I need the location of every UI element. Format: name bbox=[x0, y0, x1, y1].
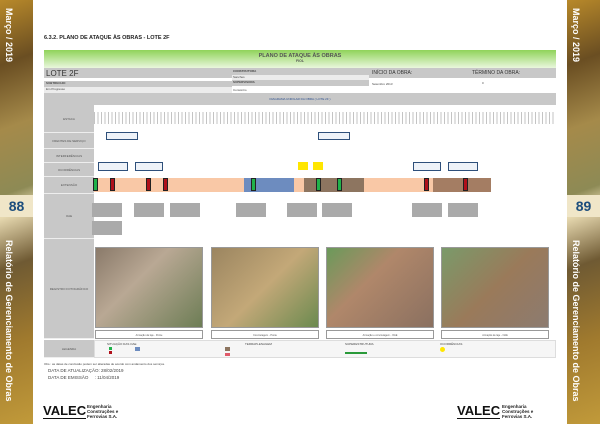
oae-marker-red bbox=[163, 178, 168, 191]
subtrecho-value: Em Progresso bbox=[44, 87, 232, 93]
valec-logo: VALEC bbox=[43, 403, 87, 419]
row-legend: LEGENDA bbox=[44, 340, 94, 358]
sidebar-title: Relatório de Gerenciamento de Obras bbox=[4, 240, 14, 402]
right-sidebar: Março / 2019 89 Relatório de Gerenciamen… bbox=[567, 0, 600, 424]
left-sidebar: Março / 2019 88 Relatório de Gerenciamen… bbox=[0, 0, 33, 424]
legend-group: SITUAÇÃO DAS OAE bbox=[107, 342, 137, 346]
legend-group: OCORRÊNCIAS bbox=[440, 342, 463, 346]
construtora-label: CONSTRUTORA bbox=[233, 69, 257, 73]
row-ocorrencias: OCORRÊNCIAS bbox=[44, 163, 94, 177]
section-title: 6.3.2. PLANO DE ATAQUE ÀS OBRAS - LOTE 2… bbox=[44, 35, 170, 41]
diagram-title: DIAGRAMA UNIFILAR DA OBRA ( LOTE 2F ) bbox=[44, 93, 556, 105]
emission-date: DATA DE EMISSÃO : 11/04/2019 bbox=[48, 375, 119, 380]
photo-3 bbox=[326, 247, 434, 328]
page-number: 88 bbox=[0, 195, 33, 217]
oae-box bbox=[448, 203, 478, 217]
photo-caption: Armação da laje - Ponte bbox=[95, 330, 203, 339]
plan-title: PLANO DE ATAQUE ÀS OBRAS bbox=[258, 53, 342, 59]
superestrutura-segment bbox=[433, 178, 491, 192]
warning-icon bbox=[313, 162, 323, 170]
inicio-value: Setembro 2013 bbox=[372, 82, 393, 86]
valec-logo: VALEC bbox=[457, 403, 501, 419]
emission-label: DATA DE EMISSÃO bbox=[48, 375, 89, 380]
warning-icon bbox=[298, 162, 308, 170]
oae-marker-red bbox=[110, 178, 115, 191]
photo-caption: Armação e concretagem - OAE bbox=[326, 330, 434, 339]
oae-box bbox=[412, 203, 442, 217]
update-value: 28/02/2019 bbox=[101, 368, 124, 373]
ocorrencia-box bbox=[98, 162, 128, 171]
note: Obs.: as datas de conclusão podem ser al… bbox=[44, 362, 165, 366]
oae-marker-red bbox=[424, 178, 429, 191]
ocorrencia-box bbox=[413, 162, 441, 171]
oae-box bbox=[170, 203, 200, 217]
row-estaca: ESTACA bbox=[44, 105, 94, 133]
frente-servico-2 bbox=[318, 132, 350, 140]
plan-subtitle: FIOL bbox=[296, 59, 304, 63]
ocorrencia-box bbox=[135, 162, 163, 171]
oae-box bbox=[236, 203, 266, 217]
sidebar-date: Março / 2019 bbox=[571, 8, 581, 63]
company-name: Engenharia Construções e Ferrovias S.A. bbox=[502, 404, 534, 419]
emission-value: : 11/04/2019 bbox=[94, 375, 120, 380]
frente-servico-1 bbox=[106, 132, 138, 140]
oae-marker-green bbox=[316, 178, 321, 191]
page-number: 89 bbox=[567, 195, 600, 217]
terraplenagem-segment bbox=[244, 178, 294, 192]
photo-2 bbox=[211, 247, 319, 328]
row-frentes: FRENTES DE SERVIÇO bbox=[44, 133, 94, 149]
update-date: DATA DE ATUALIZAÇÃO: 28/02/2019 bbox=[48, 368, 124, 373]
lote: LOTE 2F bbox=[46, 69, 79, 78]
ocorrencia-box bbox=[448, 162, 478, 171]
supervisora-label: SUPERVISORA bbox=[232, 80, 369, 86]
oae-marker-green bbox=[251, 178, 256, 191]
supervisora-value: Consórcio bbox=[233, 88, 247, 92]
legend: SITUAÇÃO DAS OAE TERRAPLENAGEM SUPERESTR… bbox=[94, 340, 556, 358]
legend-group: SUPERESTRUTURA bbox=[345, 342, 374, 346]
termino-value: 0 bbox=[482, 81, 484, 85]
legend-group: TERRAPLENAGEM bbox=[245, 342, 272, 346]
oae-box bbox=[322, 203, 352, 217]
subtrecho-label: SUBTRECHO: bbox=[44, 81, 232, 87]
row-photos: REGISTRO FOTOGRÁFICO bbox=[44, 239, 94, 339]
oae-box bbox=[92, 221, 122, 235]
photo-caption: Armação de laje - OAE bbox=[441, 330, 549, 339]
inicio-label: INÍCIO DA OBRA: bbox=[372, 70, 413, 76]
update-label: DATA DE ATUALIZAÇÃO: bbox=[48, 368, 100, 373]
oae-box bbox=[287, 203, 317, 217]
photo-caption: Concretagem - Ponte bbox=[211, 330, 319, 339]
oae-marker-red bbox=[146, 178, 151, 191]
oae-box bbox=[92, 203, 122, 217]
company-name: Engenharia Construções e Ferrovias S.A. bbox=[87, 404, 119, 419]
termino-label: TÉRMINO DA OBRA: bbox=[472, 70, 521, 76]
row-interferencias: INTERFERÊNCIAS bbox=[44, 149, 94, 163]
oae-marker-green bbox=[337, 178, 342, 191]
oae-marker-red bbox=[463, 178, 468, 191]
construtora-value: Sanches bbox=[232, 75, 369, 80]
superestrutura-segment bbox=[304, 178, 364, 192]
photo-4 bbox=[441, 247, 549, 328]
station-ticks bbox=[94, 112, 556, 124]
sidebar-title: Relatório de Gerenciamento de Obras bbox=[571, 240, 581, 402]
row-extensao: EXTENSÃO bbox=[44, 177, 94, 194]
oae-marker-green bbox=[93, 178, 98, 191]
sidebar-date: Março / 2019 bbox=[4, 8, 14, 63]
row-oae: OAE bbox=[44, 194, 94, 239]
photo-1 bbox=[95, 247, 203, 328]
oae-box bbox=[134, 203, 164, 217]
